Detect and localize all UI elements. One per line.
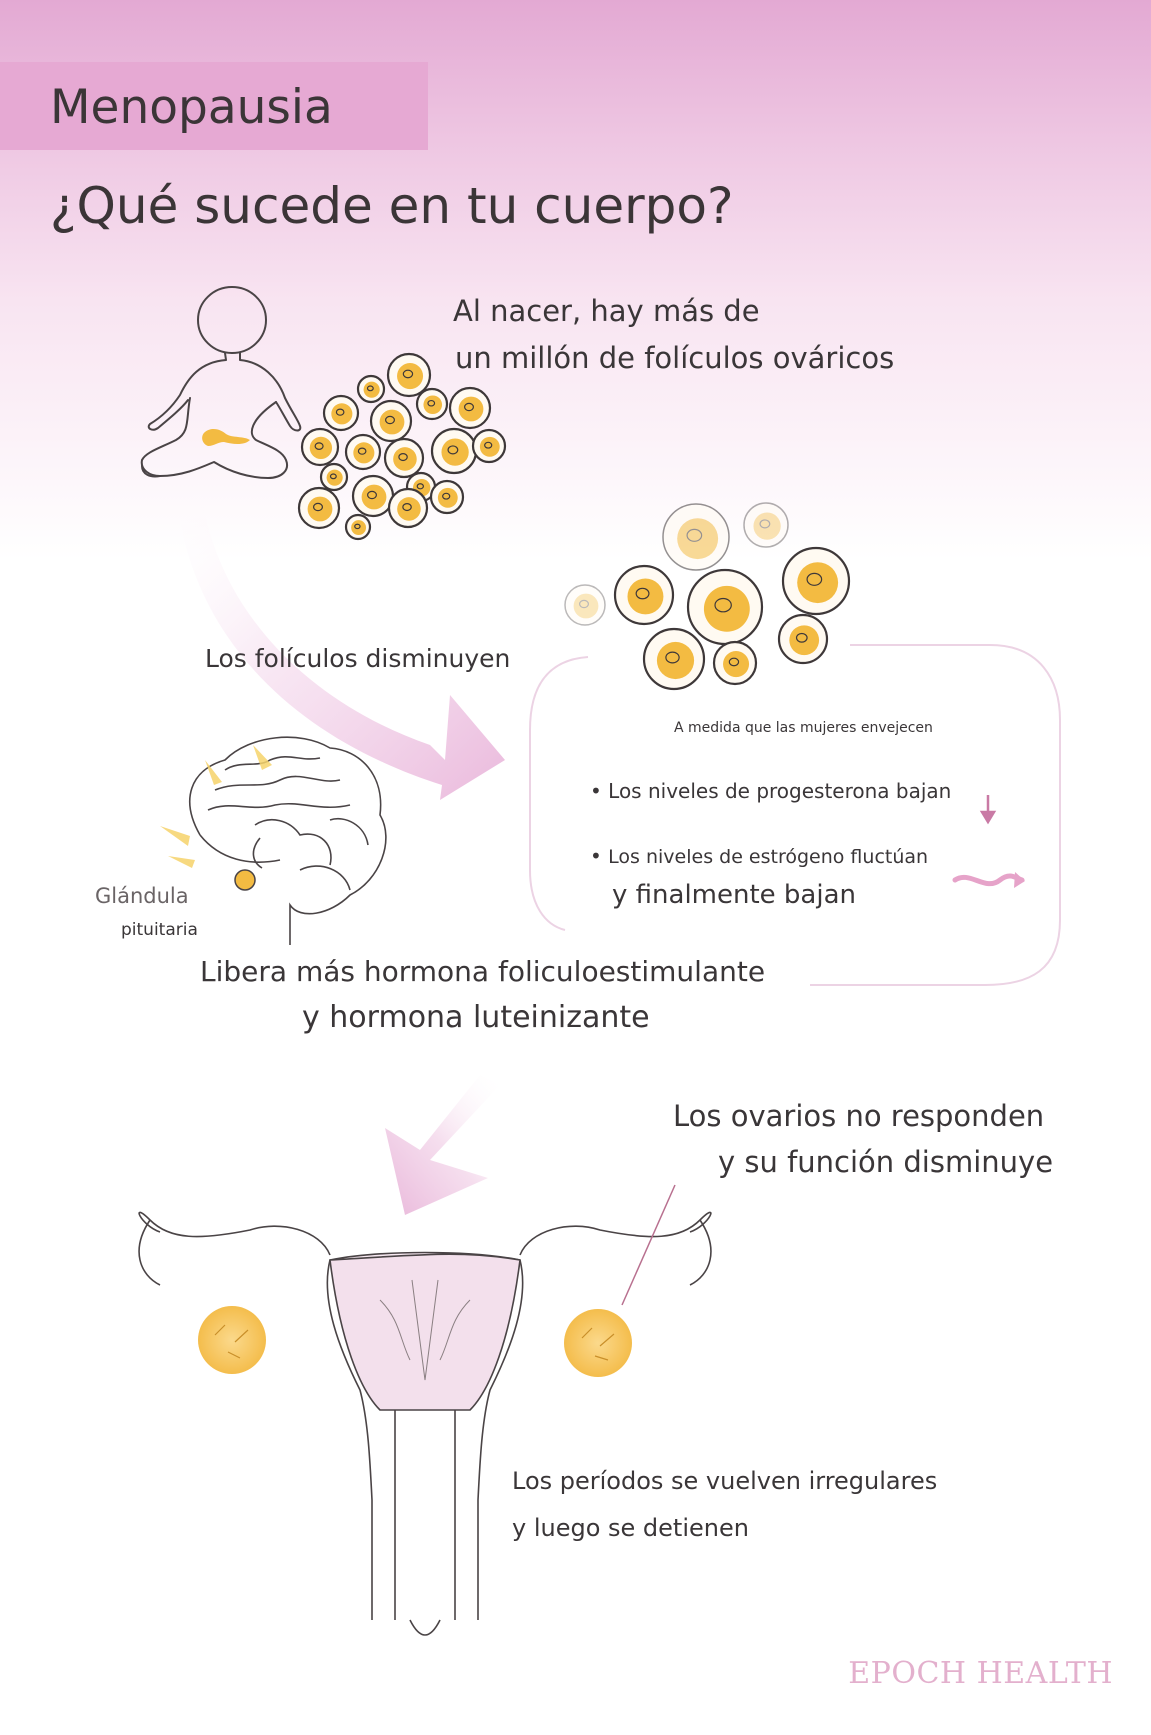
ovaries-line-2: y su función disminuye [718,1145,1054,1179]
follicle [319,462,349,492]
follicle [662,503,730,571]
follicle [300,427,340,467]
follicle [686,568,764,646]
follicle [387,487,429,529]
follicle [613,564,675,626]
aging-box-heading: A medida que las mujeres envejecen [674,720,933,736]
birth-line-1: Al nacer, hay más de [453,294,760,328]
bullet-dot: • [590,844,609,868]
baby-outline-icon [140,286,302,479]
follicle [471,428,507,464]
estrogen-text-line-2: y finalmente bajan [612,880,856,910]
pituitary-label-2: pituitaria [121,920,198,940]
page-title: ¿Qué sucede en tu cuerpo? [50,177,734,235]
progesterone-text: Los niveles de progesterona bajan [608,779,952,803]
follicle [356,374,386,404]
bullet-dot: • [590,779,609,803]
uterus-icon [138,1211,712,1636]
brand-logo: EPOCH HEALTH [848,1656,1113,1691]
birth-line-2: un millón de folículos ováricos [455,341,895,375]
brain-icon [189,736,387,945]
follicle [777,613,829,665]
baby-ovary-mark [202,428,250,446]
ovaries-line-1: Los ovarios no responden [673,1099,1045,1133]
follicles-decrease-arrow [175,480,505,800]
pituitary-gland-mark [234,869,256,891]
aging-box-frame [529,644,1061,986]
wavy-arrow-icon [952,872,1025,888]
follicle [369,399,413,443]
hormones-line-1: Libera más hormona foliculoestimulante [200,955,766,988]
pituitary-label-1: Glándula [95,884,189,908]
follicle [430,427,478,475]
follicle [448,386,492,430]
estrogen-text: Los niveles de estrógeno fluctúan [608,846,929,868]
periods-line-1: Los períodos se vuelven irregulares [512,1467,938,1495]
header-tag: Menopausia [50,80,333,135]
follicle [642,627,706,691]
ovaries-pointer-line [621,1184,676,1306]
estrogen-bullet: • Los niveles de estrógeno fluctúan [590,844,928,868]
follicle [781,546,851,616]
progesterone-bullet: • Los niveles de progesterona bajan [590,779,951,803]
down-arrow-icon [979,795,997,825]
right-ovary [558,1303,638,1383]
follicle [322,394,360,432]
follicle [415,387,449,421]
hormones-line-2: y hormona luteinizante [302,1000,650,1035]
follicle [297,486,341,530]
header-tag-box [0,62,428,150]
follicle [344,433,382,471]
follicle [712,640,758,686]
follicle [386,352,432,398]
pituitary-rays [160,745,272,868]
periods-line-2: y luego se detienen [512,1514,749,1542]
follicle [743,502,789,548]
follicle [564,584,606,626]
left-ovary [198,1306,266,1374]
follicle [351,474,395,518]
follicle [383,437,425,479]
hormones-to-ovaries-arrow [385,1075,500,1215]
follicle [429,479,465,515]
follicles-decrease-label: Los folículos disminuyen [205,644,511,673]
follicle [344,513,372,541]
